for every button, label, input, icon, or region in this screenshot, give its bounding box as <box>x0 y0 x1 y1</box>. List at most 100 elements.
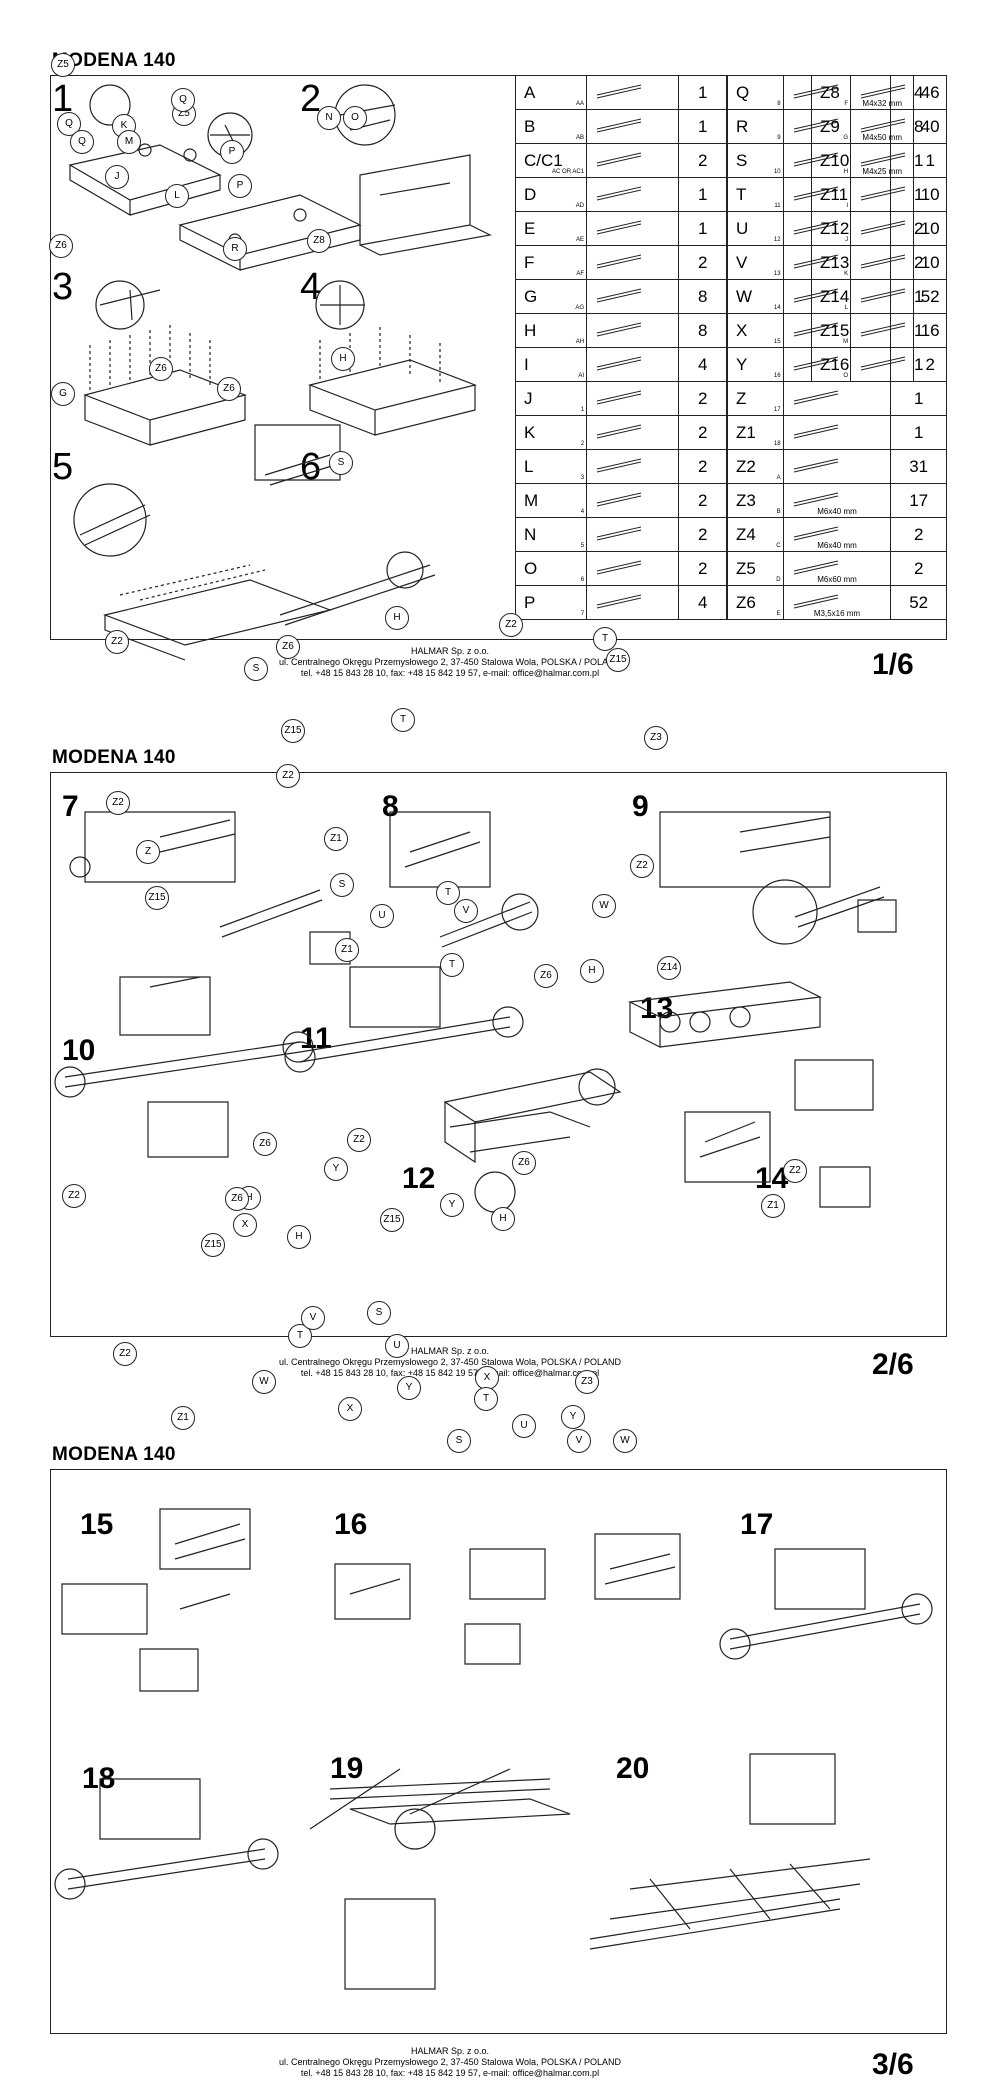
part-icon <box>596 424 642 439</box>
part-picture: M6x60 mm <box>782 551 892 586</box>
part-code: 13 <box>773 271 781 277</box>
part-picture <box>586 279 680 314</box>
part-icon <box>793 594 838 609</box>
callout-label: Z6 <box>225 1187 249 1211</box>
part-code: 5 <box>580 543 585 549</box>
part-quantity: 4 <box>678 347 727 382</box>
diagram-frame <box>50 75 947 640</box>
callout-label: Z2 <box>113 1342 137 1366</box>
part-icon <box>596 254 642 269</box>
part-letter: P <box>524 592 536 612</box>
callout-label: Z6 <box>149 357 173 381</box>
callout-label: X <box>338 1397 362 1421</box>
part-quantity: 1 <box>678 211 727 246</box>
part-icon <box>596 390 642 405</box>
callout-label: Z2 <box>106 791 130 815</box>
part-quantity: 17 <box>890 483 947 518</box>
part-letter: S <box>736 150 748 170</box>
callout-label: Y <box>397 1376 421 1400</box>
callout-label: R <box>223 237 247 261</box>
part-picture: M6x40 mm <box>782 517 892 552</box>
part-icon <box>793 424 838 439</box>
callout-label: Z2 <box>630 854 654 878</box>
callout-label: X <box>233 1213 257 1237</box>
part-code: K <box>844 271 849 277</box>
part-size: M3,5x16 mm <box>813 609 861 618</box>
part-quantity: 10 <box>913 211 947 246</box>
part-quantity: 2 <box>890 551 947 586</box>
callout-label: S <box>447 1429 471 1453</box>
part-letter: Z5 <box>736 558 756 578</box>
part-letter: Z <box>736 388 747 408</box>
part-code: 1 <box>580 407 585 413</box>
part-letter: B <box>524 116 536 136</box>
part-letter: Z11 <box>820 184 849 204</box>
part-icon <box>596 288 642 303</box>
instruction-page-2: MODENA 140 7 8 9 10 11 12 13 14 <box>0 700 1000 1400</box>
part-picture <box>850 211 915 246</box>
part-picture <box>586 381 680 416</box>
page-title: MODENA 140 <box>52 1444 176 1465</box>
callout-label: V <box>567 1429 591 1453</box>
assembly-illustration <box>50 75 515 640</box>
part-letter: X <box>736 320 748 340</box>
callout-label: Z2 <box>347 1128 371 1152</box>
part-code: F <box>844 101 849 107</box>
callout-label: Z1 <box>761 1194 785 1218</box>
part-letter: R <box>736 116 749 136</box>
part-letter: Z4 <box>736 524 756 544</box>
part-letter: O <box>524 558 538 578</box>
callout-label: S <box>367 1301 391 1325</box>
part-code: J <box>845 237 849 243</box>
part-picture <box>850 347 915 382</box>
part-code: AB <box>576 135 585 141</box>
part-code: 8 <box>777 101 781 107</box>
part-quantity: 31 <box>890 449 947 484</box>
callout-label: Z2 <box>62 1184 86 1208</box>
part-picture: M4x25 mm <box>850 143 915 178</box>
step-number: 19 <box>330 1752 364 1785</box>
callout-label: H <box>331 347 355 371</box>
callout-label: Z15 <box>606 648 630 672</box>
part-icon <box>596 84 642 99</box>
part-code: M <box>843 339 849 345</box>
part-picture <box>586 347 680 382</box>
step-number: 15 <box>80 1508 114 1541</box>
callout-label: Z2 <box>276 764 300 788</box>
part-icon <box>860 254 906 269</box>
part-picture: M3,5x16 mm <box>782 585 892 620</box>
part-icon <box>793 526 838 541</box>
callout-label: Y <box>440 1193 464 1217</box>
step-number: 6 <box>300 446 322 488</box>
part-code: 6 <box>580 577 585 583</box>
part-code: G <box>843 135 849 141</box>
part-size: M4x32 mm <box>862 99 902 108</box>
part-quantity: 1 <box>678 177 727 212</box>
part-quantity: 1 <box>890 415 947 450</box>
callout-label: U <box>370 904 394 928</box>
part-code: E <box>776 611 781 617</box>
part-letter: N <box>524 524 537 544</box>
company-name: HALMAR Sp. z o.o. <box>410 646 490 656</box>
callout-label: Z <box>136 840 160 864</box>
company-address: ul. Centralnego Okręgu Przemysłowego 2, … <box>278 657 621 667</box>
